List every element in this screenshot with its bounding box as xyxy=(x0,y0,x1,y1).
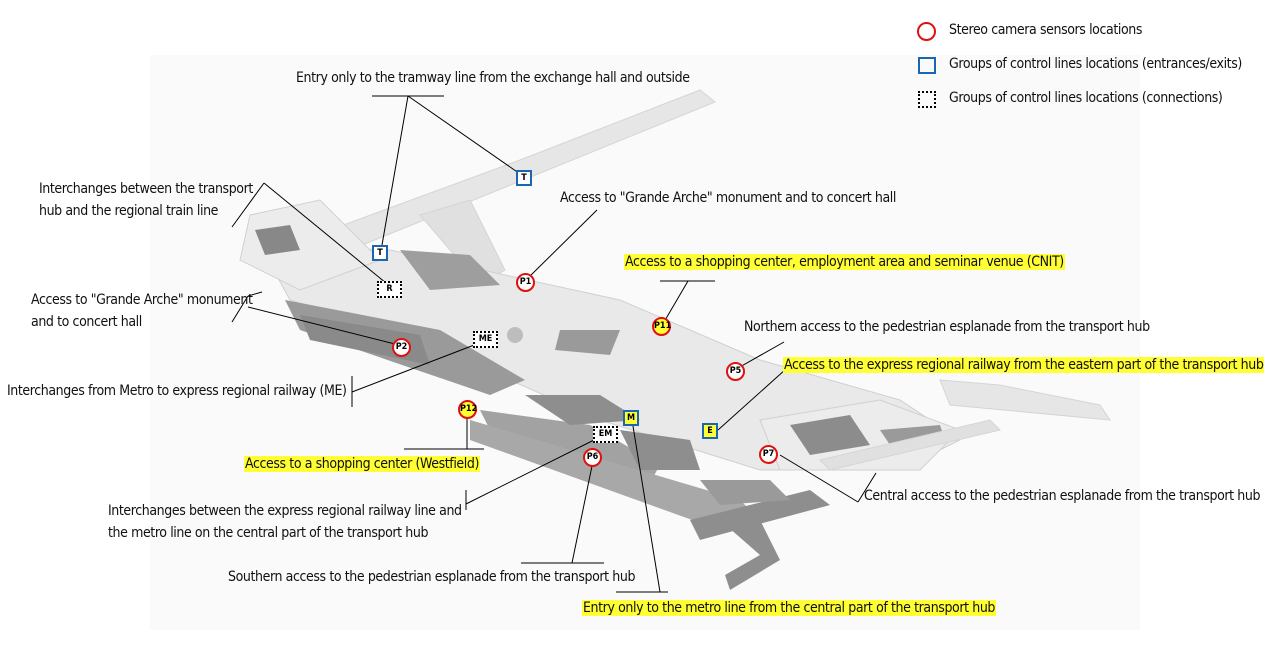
legend-entrance-symbol xyxy=(918,57,936,74)
annotation-grande-arche-top: Access to "Grande Arche" monument and to… xyxy=(560,190,896,206)
legend-camera-label: Stereo camera sensors locations xyxy=(949,22,1142,38)
east-block xyxy=(790,415,870,455)
building-central xyxy=(525,395,640,425)
south-band xyxy=(470,420,760,530)
annotation-grande-arche-left-line2: and to concert hall xyxy=(31,314,142,330)
marker-connection-r: R xyxy=(377,281,402,298)
marker-connection-em: EM xyxy=(593,426,618,443)
marker-camera-p1: P1 xyxy=(516,273,535,292)
annotation-grande-arche-left-line1: Access to "Grande Arche" monument xyxy=(31,292,253,308)
west-block xyxy=(255,225,300,255)
south-arm-1 xyxy=(690,490,830,540)
marker-entrance-t1: T xyxy=(516,170,532,186)
annotation-northern-access: Northern access to the pedestrian esplan… xyxy=(744,319,1150,335)
marker-entrance-t2: T xyxy=(372,245,388,261)
south-block xyxy=(700,480,790,505)
annotation-metro-entry: Entry only to the metro line from the ce… xyxy=(582,600,997,616)
marker-camera-p7: P7 xyxy=(759,445,778,464)
legend-camera-symbol xyxy=(917,22,936,41)
annotation-interchange-train-line1: Interchanges between the transport xyxy=(39,181,253,197)
annotation-tram-entry: Entry only to the tramway line from the … xyxy=(296,70,690,86)
marker-camera-p5: P5 xyxy=(726,362,745,381)
marker-connection-me: ME xyxy=(473,331,498,348)
marker-entrance-e: E xyxy=(702,423,718,439)
legend-connection-symbol xyxy=(918,91,936,108)
annotation-central-access: Central access to the pedestrian esplana… xyxy=(864,488,1261,504)
annotation-em-line1: Interchanges between the express regiona… xyxy=(108,503,462,519)
south-arm-2 xyxy=(720,520,780,590)
annotation-metro-express-interchange: Interchanges from Metro to express regio… xyxy=(7,383,347,399)
east-corridor xyxy=(939,379,1111,421)
west-wing xyxy=(239,199,381,291)
annotation-interchange-train-line2: hub and the regional train line xyxy=(39,203,219,219)
legend-entrance-label: Groups of control lines locations (entra… xyxy=(949,56,1242,72)
roundabout xyxy=(507,327,523,343)
marker-camera-p2: P2 xyxy=(392,338,411,357)
annotation-southern-access: Southern access to the pedestrian esplan… xyxy=(228,569,636,585)
building-central-2 xyxy=(620,430,700,470)
marker-camera-p12: P12 xyxy=(458,400,477,419)
annotation-express-east: Access to the express regional railway f… xyxy=(783,357,1265,373)
marker-camera-p6: P6 xyxy=(583,448,602,467)
legend-connection-label: Groups of control lines locations (conne… xyxy=(949,90,1223,106)
building-mid xyxy=(555,330,620,355)
annotation-westfield: Access to a shopping center (Westfield) xyxy=(244,456,480,472)
annotation-cnit: Access to a shopping center, employment … xyxy=(624,254,1065,270)
leader-lines xyxy=(231,95,877,593)
marker-camera-p11: P11 xyxy=(652,317,671,336)
east-link xyxy=(819,419,1001,471)
building-upper xyxy=(400,250,500,290)
annotation-em-line2: the metro line on the central part of th… xyxy=(108,525,429,541)
marker-entrance-m: M xyxy=(623,410,639,426)
